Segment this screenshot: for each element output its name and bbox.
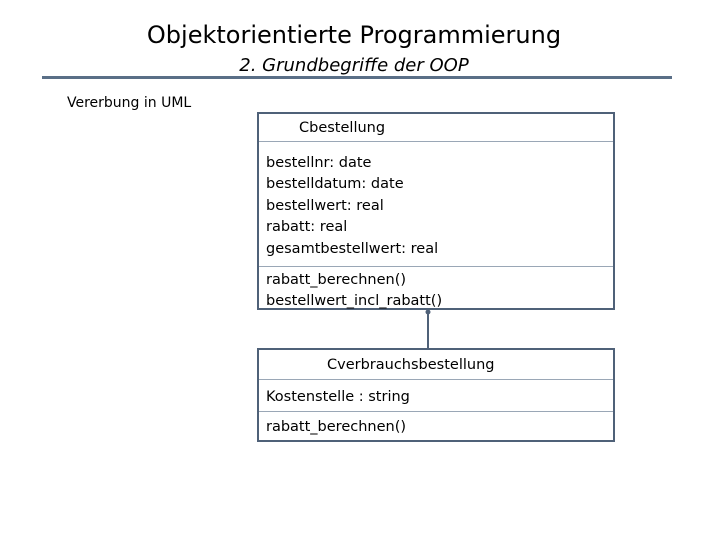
slide-subtitle: 2. Grundbegriffe der OOP [239,55,469,76]
attribute-rabatt: rabatt: real [266,219,348,236]
class-name: Cverbrauchsbestellung [327,357,495,373]
slide-title: Objektorientierte Programmierung [146,21,562,49]
attribute-gesamtbestellwert: gesamtbestellwert: real [266,240,439,257]
operation-bestellwert-incl-rabatt: bestellwert_incl_rabatt() [266,293,443,310]
attribute-bestellnr: bestellnr: date [266,155,372,171]
operation-rabatt-berechnen: rabatt_berechnen() [266,419,407,435]
section-label: Vererbung in UML [67,95,192,111]
class-name-compartment: Cverbrauchsbestellung [259,350,613,379]
operation-rabatt-berechnen: rabatt_berechnen() [266,272,407,288]
operations-compartment: rabatt_berechnen() bestellwert_incl_raba… [259,266,613,309]
operations-compartment: rabatt_berechnen() [259,411,613,440]
attribute-bestellwert: bestellwert: real [266,197,384,214]
attributes-compartment: Kostenstelle : string [259,379,613,411]
title-divider [42,76,672,79]
uml-class-cbestellung: Cbestellung bestellnr: date bestelldatum… [257,112,615,310]
class-name-compartment: Cbestellung [259,114,613,141]
attribute-bestelldatum: bestelldatum: date [266,176,404,193]
uml-class-cverbrauchsbestellung: Cverbrauchsbestellung Kostenstelle : str… [257,348,615,442]
class-name: Cbestellung [299,120,386,136]
attribute-kostenstelle: Kostenstelle : string [266,389,410,405]
attributes-compartment: bestellnr: date bestelldatum: date beste… [259,141,613,266]
